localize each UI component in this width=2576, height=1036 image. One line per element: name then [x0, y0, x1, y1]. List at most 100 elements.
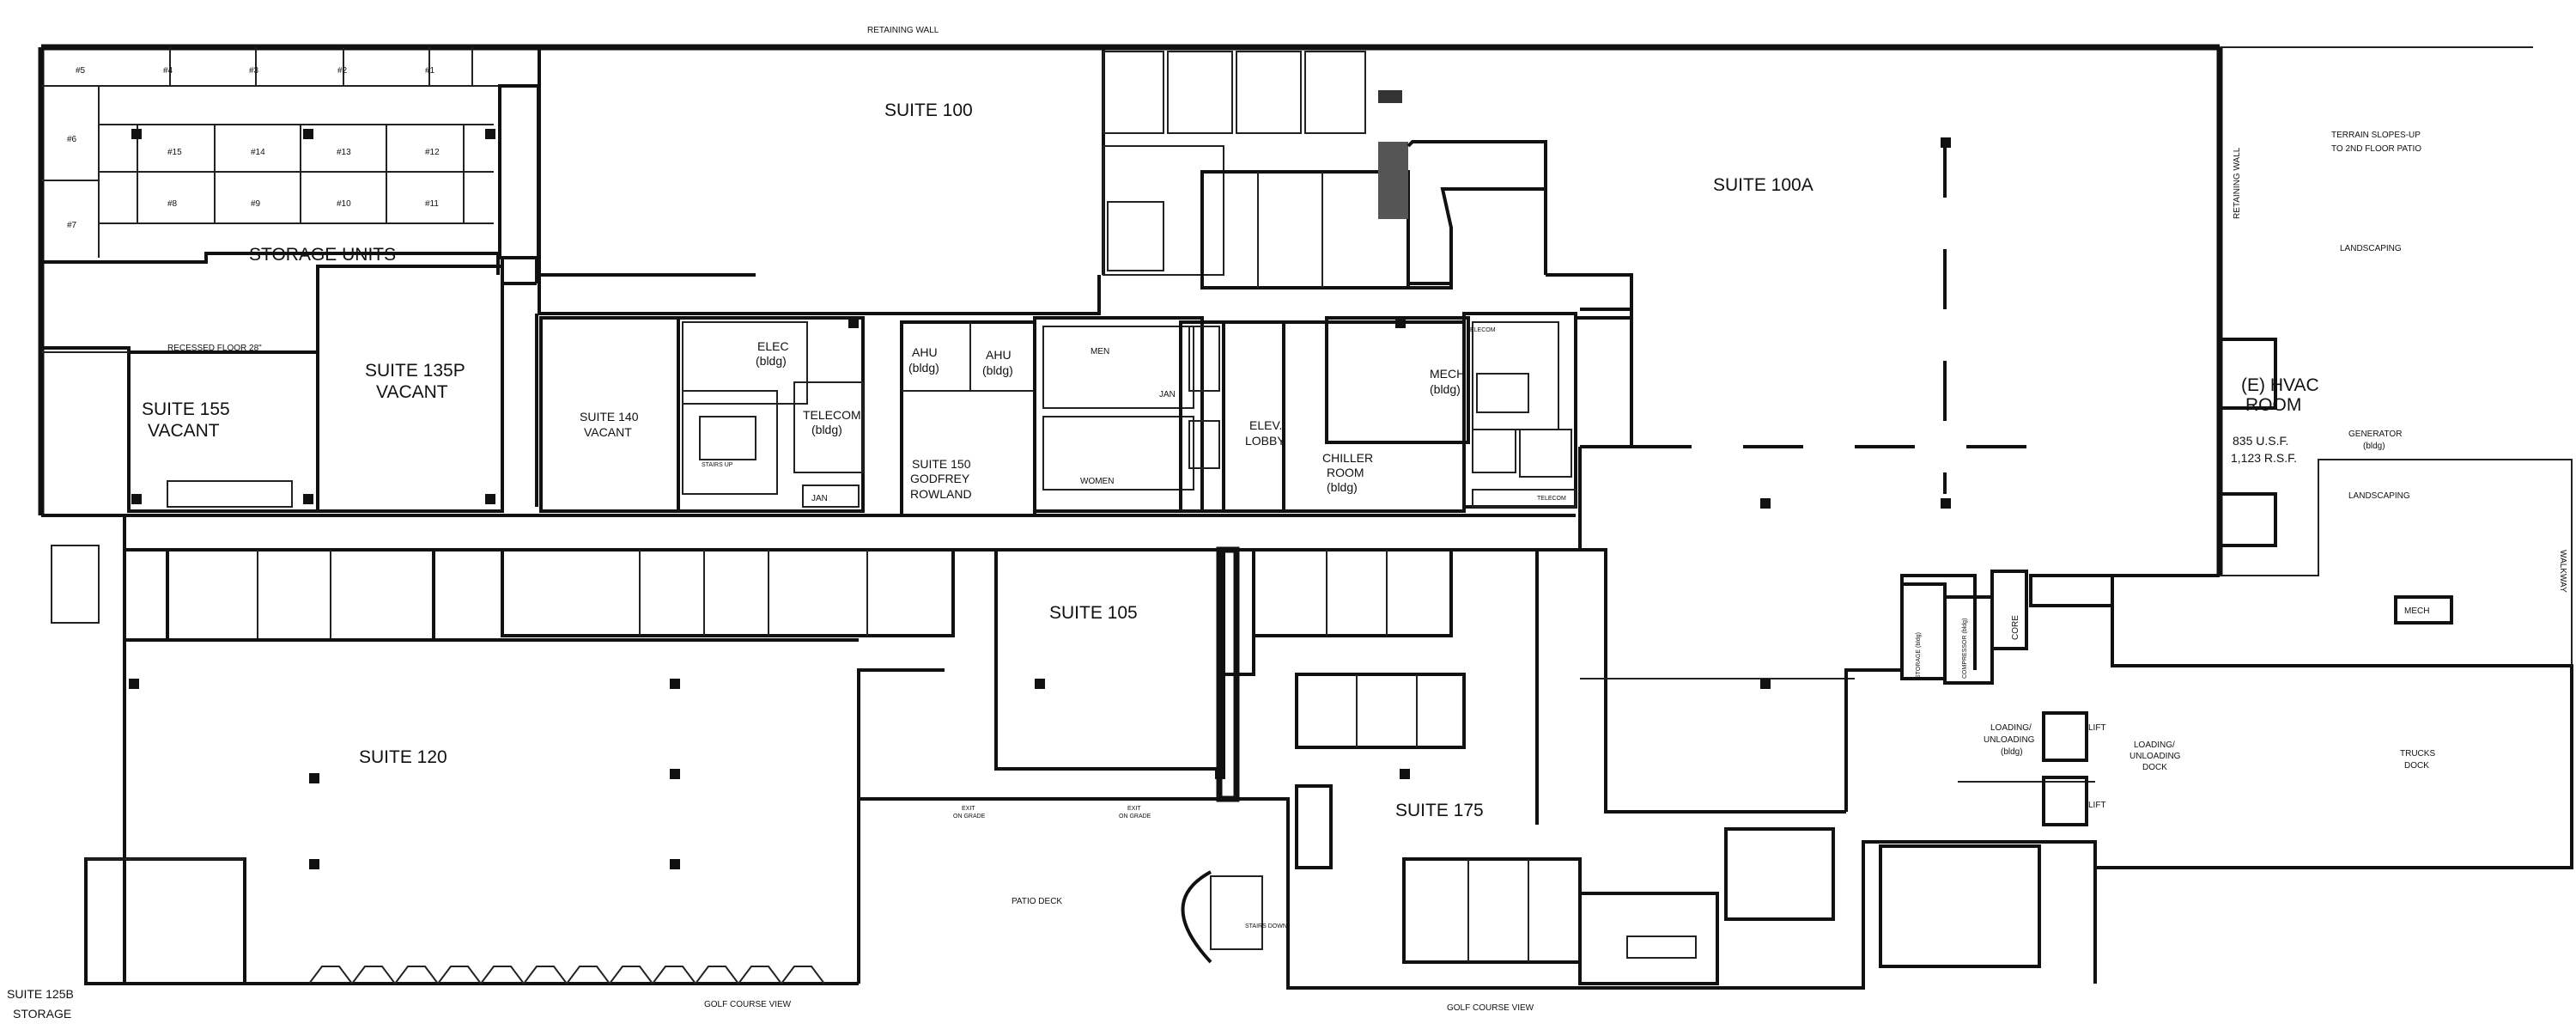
compressor-label: COMPRESSOR (bldg) — [1962, 619, 1968, 679]
on-grade-2-label: ON GRADE — [1119, 814, 1151, 820]
suite-120-area — [84, 638, 859, 985]
recessed-floor-label: RECESSED FLOOR 28" — [167, 344, 262, 353]
stairs — [51, 373, 1697, 964]
dock-2-label: UNLOADING — [2129, 752, 2181, 761]
generator-bldg-label: (bldg) — [2363, 442, 2385, 451]
storage-unit-13: #13 — [337, 148, 351, 157]
landscaping-right-label: LANDSCAPING — [2348, 491, 2410, 501]
storage-unit-3: #3 — [249, 66, 259, 76]
stairs-down-label: STAIRS DOWN — [1245, 923, 1287, 929]
suite-100a-label: SUITE 100A — [1713, 175, 1814, 195]
storage-unit-4: #4 — [163, 66, 173, 76]
storage-unit-12: #12 — [425, 148, 440, 157]
main-corridor — [125, 514, 1580, 552]
loading-bldg-label: (bldg) — [2001, 747, 2023, 757]
window-bays — [308, 966, 825, 984]
rowland-label: ROWLAND — [910, 487, 972, 501]
hvac-label: (E) HVAC — [2241, 375, 2319, 395]
hvac-rsf-label: 1,123 R.S.F. — [2231, 451, 2297, 465]
exit-2-label: EXIT — [1127, 806, 1141, 812]
walkway-label: WALKWAY — [2558, 550, 2567, 593]
storage-unit-7: #7 — [67, 221, 77, 230]
suite-155-135p-area — [41, 256, 538, 513]
ahu-1-bldg-label: (bldg) — [908, 361, 939, 375]
women-label: WOMEN — [1080, 477, 1114, 486]
dock-1-label: LOADING/ — [2134, 740, 2175, 750]
exit-1-label: EXIT — [962, 806, 975, 812]
east-services — [1900, 338, 2453, 826]
jan-left-label: JAN — [811, 494, 828, 503]
suite-140-label: SUITE 140 — [580, 410, 639, 424]
lift-2-label: LIFT — [2088, 801, 2106, 810]
ahu-1-label: AHU — [912, 345, 938, 359]
retaining-wall-top-label: RETAINING WALL — [867, 26, 939, 35]
storage-bldg-label: STORAGE (bldg) — [1916, 632, 1922, 679]
generator-label: GENERATOR — [2348, 430, 2402, 439]
south-offices — [166, 546, 1539, 825]
telecom-label: TELECOM — [803, 408, 861, 422]
suite-155-vacant-label: VACANT — [148, 421, 220, 441]
trucks-label: TRUCKS — [2400, 749, 2435, 759]
room-labels: RETAINING WALL RETAINING WALL SUITE 100 … — [7, 26, 2567, 1021]
storage-unit-8: #8 — [167, 199, 178, 209]
godfrey-label: GODFREY — [910, 472, 970, 485]
loading-2-label: UNLOADING — [1984, 735, 2035, 745]
ahu-2-bldg-label: (bldg) — [982, 363, 1013, 377]
storage-unit-15: #15 — [167, 148, 182, 157]
suite-155-label: SUITE 155 — [142, 399, 230, 419]
ahu-2-label: AHU — [986, 348, 1012, 362]
storage-unit-1: #1 — [425, 66, 435, 76]
lift-1-label: LIFT — [2088, 723, 2106, 733]
storage-units-label: STORAGE UNITS — [249, 245, 396, 265]
storage-unit-9: #9 — [251, 199, 261, 209]
golf-view-right-label: GOLF COURSE VIEW — [1447, 1003, 1534, 1013]
jan-mid-label: JAN — [1159, 390, 1176, 399]
suite-105-label: SUITE 105 — [1049, 603, 1138, 623]
mech-label: MECH — [1430, 367, 1465, 381]
mech-bldg-label: (bldg) — [1430, 382, 1461, 396]
chiller-room-label: ROOM — [1327, 466, 1364, 479]
hvac-usf-label: 835 U.S.F. — [2233, 434, 2288, 448]
storage-unit-14: #14 — [251, 148, 265, 157]
building-outline — [38, 44, 2573, 990]
trucks-dock-label: DOCK — [2404, 761, 2429, 771]
suite-100-area — [538, 47, 1547, 315]
landscaping-top-label: LANDSCAPING — [2340, 244, 2402, 253]
dock-3-label: DOCK — [2142, 763, 2167, 772]
storage-units-zone — [41, 47, 540, 275]
storage-unit-5: #5 — [76, 66, 86, 76]
suite-125b-label: SUITE 125B — [7, 987, 74, 1001]
patio-deck-label: PATIO DECK — [1012, 897, 1062, 906]
suite-150-label: SUITE 150 — [912, 457, 971, 471]
men-label: MEN — [1091, 347, 1109, 357]
storage-125b-label: STORAGE — [13, 1007, 71, 1021]
storage-unit-2: #2 — [337, 66, 348, 76]
loading-1-label: LOADING/ — [1990, 723, 2032, 733]
suite-140-vacant-label: VACANT — [584, 425, 632, 439]
suite-135p-vacant-label: VACANT — [376, 382, 448, 402]
central-core — [535, 312, 1631, 517]
terrain-line-2-label: TO 2ND FLOOR PATIO — [2331, 144, 2421, 154]
lobby-label: LOBBY — [1245, 434, 1285, 448]
hvac-room-label: ROOM — [2245, 395, 2301, 415]
telecom-bldg-label: (bldg) — [811, 423, 842, 436]
chiller-bldg-label: (bldg) — [1327, 480, 1358, 494]
terrain-line-1-label: TERRAIN SLOPES-UP — [2331, 131, 2421, 140]
on-grade-1-label: ON GRADE — [953, 814, 986, 820]
elec-bldg-label: (bldg) — [756, 354, 787, 368]
storage-unit-10: #10 — [337, 199, 351, 209]
suite-100a-area — [1408, 137, 2095, 814]
chiller-label: CHILLER — [1322, 451, 1373, 465]
suite-135p-label: SUITE 135P — [365, 361, 465, 381]
core-label: CORE — [2011, 615, 2020, 640]
elec-label: ELEC — [757, 339, 789, 353]
golf-view-left-label: GOLF COURSE VIEW — [704, 1000, 792, 1009]
telecom-right-label: TELECOM — [1537, 496, 1566, 502]
elecom-label: ELECOM — [1470, 327, 1496, 333]
structural-columns — [129, 129, 1951, 869]
elev-label: ELEV. — [1249, 418, 1282, 432]
mech-small-label: MECH — [2404, 606, 2429, 616]
storage-unit-6: #6 — [67, 135, 77, 144]
retaining-wall-side-label: RETAINING WALL — [2233, 147, 2242, 219]
suite-120-label: SUITE 120 — [359, 747, 447, 767]
